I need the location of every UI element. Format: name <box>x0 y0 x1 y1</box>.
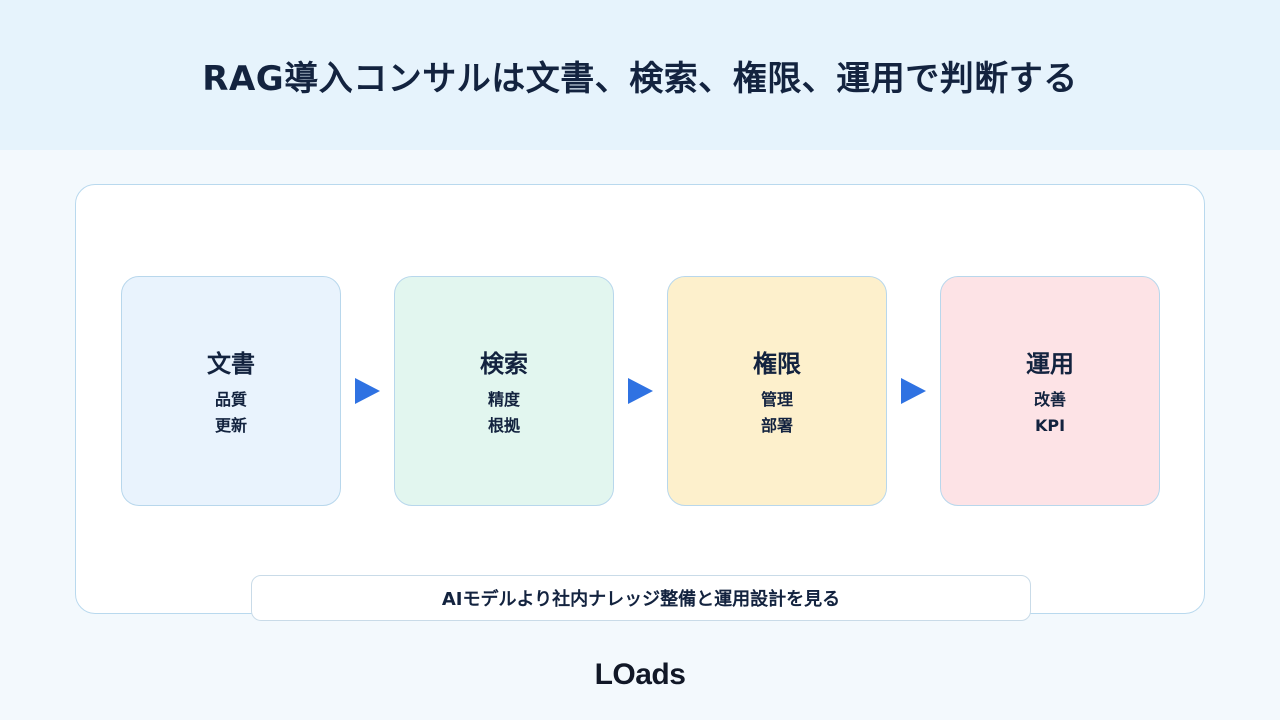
step-detail: 改善 <box>1033 389 1066 409</box>
step-title: 運用 <box>1026 349 1074 378</box>
step-title: 検索 <box>480 349 528 378</box>
step-detail: KPI <box>1034 415 1066 435</box>
step-detail: 部署 <box>760 415 793 435</box>
page-title: RAG導入コンサルは文書、検索、権限、運用で判断する <box>202 58 1078 99</box>
step-permission: 権限 管理 部署 <box>667 276 887 506</box>
step-title: 文書 <box>207 349 255 378</box>
step-detail: 精度 <box>487 389 520 409</box>
brand-logo: LOads <box>594 658 686 691</box>
step-title: 権限 <box>753 349 801 378</box>
step-detail: 根拠 <box>487 415 520 435</box>
arrow-right-icon <box>901 378 926 404</box>
flow-panel: 文書 品質 更新 検索 精度 根拠 権限 管理 部署 運用 改善 KPI AIモ… <box>75 184 1205 621</box>
step-detail: 品質 <box>214 389 247 409</box>
header: RAG導入コンサルは文書、検索、権限、運用で判断する <box>0 0 1280 150</box>
step-search: 検索 精度 根拠 <box>394 276 614 506</box>
step-operation: 運用 改善 KPI <box>940 276 1160 506</box>
step-document: 文書 品質 更新 <box>121 276 341 506</box>
caption-box: AIモデルより社内ナレッジ整備と運用設計を見る <box>251 575 1031 621</box>
arrow-right-icon <box>355 378 380 404</box>
step-detail: 管理 <box>760 389 793 409</box>
step-detail: 更新 <box>214 415 247 435</box>
arrow-right-icon <box>628 378 653 404</box>
